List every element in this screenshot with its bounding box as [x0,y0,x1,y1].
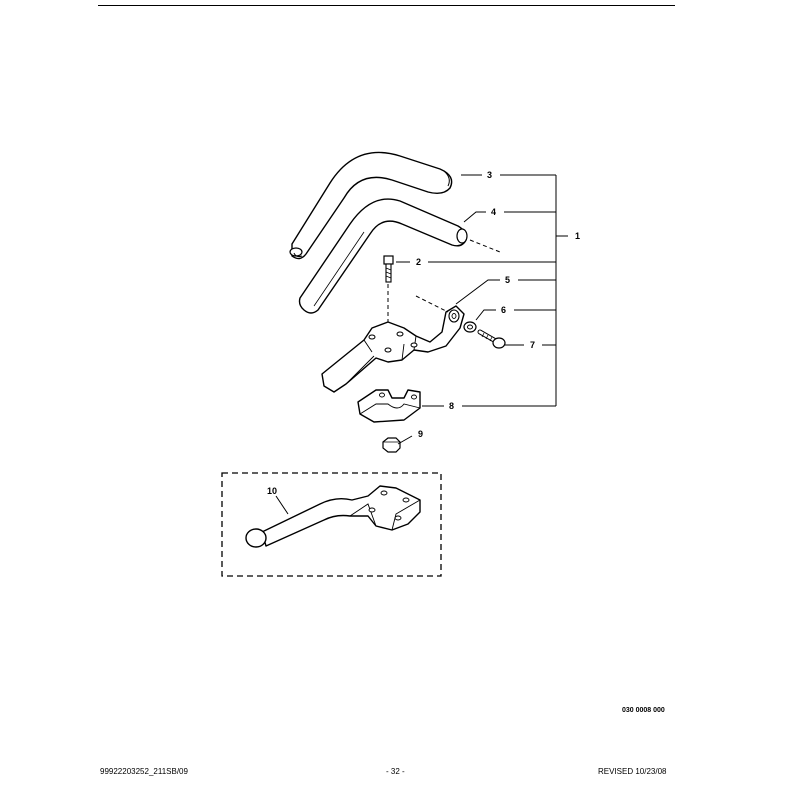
callout-1: 1 [575,231,580,241]
leader-lines [275,174,568,515]
part-6-washer [463,321,477,333]
leader-9 [397,435,413,445]
part-10-optional-box [221,472,442,577]
footer-doc-id: 99922203252_211SB/09 [100,767,188,776]
leader-4 [463,211,556,223]
part-5-handle-bracket [321,305,465,393]
drawing-code: 030 0008 000 [622,707,665,714]
part-2-screw [383,255,394,283]
bracket-1 [555,175,568,406]
footer-page-number: - 32 - [386,767,405,776]
callout-8: 8 [449,401,454,411]
part-4-handle-tube [298,198,468,314]
callout-2: 2 [416,257,421,267]
callout-3: 3 [487,170,492,180]
part-7-bolt [477,329,506,349]
leader-5 [455,279,556,305]
callout-5: 5 [505,275,510,285]
part-9-nut [382,437,401,453]
leader-10 [275,495,289,515]
part-8-clamp [357,389,421,423]
callout-4: 4 [491,207,496,217]
callout-6: 6 [501,305,506,315]
part-5-axis-line [415,295,449,313]
callout-9: 9 [418,429,423,439]
footer-revised-date: REVISED 10/23/08 [598,767,667,776]
part-3-handle-grip [289,151,453,260]
part-10-handle-lever [245,485,421,548]
top-rule [98,5,675,6]
part-4-axis-line [469,239,501,253]
callout-7: 7 [530,340,535,350]
callout-10: 10 [267,486,277,496]
leader-6 [475,309,556,321]
